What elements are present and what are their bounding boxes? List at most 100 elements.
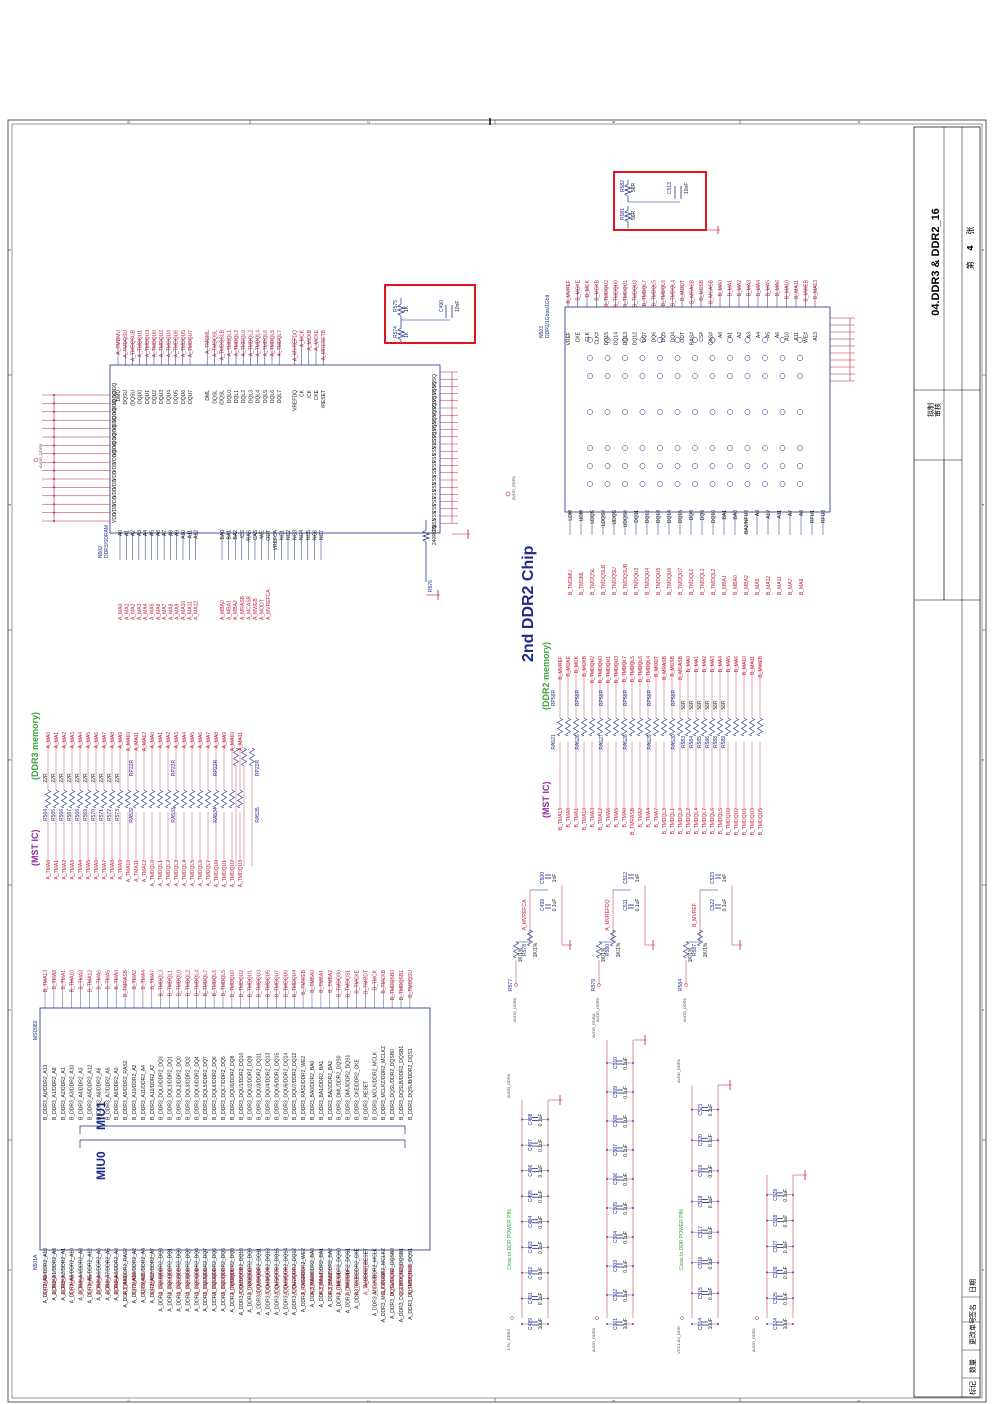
ddr3-ground-pin: VSS	[432, 517, 438, 528]
decap-value: 0.1uF	[623, 1289, 629, 1302]
rp-ddr3-single-ref: R573	[115, 809, 121, 821]
rp-ddr3-single-ref: R569	[83, 809, 89, 821]
ddr2-right-pin: DQ6	[652, 332, 658, 343]
red-box-1-rval-2: 1K	[404, 331, 410, 338]
msd-miu1-net: B_TMDQL1	[168, 970, 174, 997]
ddr2-left-net: B_MA12	[766, 576, 772, 595]
msd-miu1-net: B_TMA3	[79, 970, 85, 990]
ddr2-ball	[639, 337, 646, 343]
rp-ddr3-out-net: A_MA5	[86, 732, 92, 749]
rp-ddr3-single-value: 22R	[107, 773, 113, 783]
decap-rail-2: AVDD_DDR0	[506, 1073, 511, 1098]
rp-ddr2-out-net: B_MCKE	[566, 655, 572, 676]
ddr2-ball	[657, 355, 663, 361]
rp-ddr3-out-net: A_MA5	[190, 732, 196, 749]
ddr2-ball	[779, 337, 786, 343]
ddr2-right-net: B_MA10	[785, 280, 791, 299]
rp-ddr2-in-net: B_TMDQU3	[750, 808, 756, 835]
msd-miu0-pin: A_DDR3_DML/DDR2_DQS0	[337, 1248, 343, 1313]
msd-miu0-net: A_TMA11	[141, 1273, 147, 1295]
rp-ddr2-ref: RA530	[671, 734, 677, 750]
msd-miu1-net: B_TMDQL3	[159, 970, 165, 997]
ddr3-addr-pin: A0	[118, 530, 124, 536]
msd-miu1-pin: B_DDR3_DQL6/DDR2_DQ6	[212, 1056, 218, 1120]
rp-ddr2-ref: RA521	[551, 734, 557, 750]
msd-miu1-net: B_TMODT	[363, 970, 369, 994]
ddr2-left-net: B_TMDQU4	[645, 568, 651, 595]
decap-rail: VCC1.8V_DDR	[676, 1326, 681, 1354]
rp-ddr3-in-net: A_TMA4	[78, 860, 84, 880]
decap	[532, 1321, 538, 1326]
revision-header: 标记	[968, 1381, 977, 1395]
ddr3-addr-net: A_MA5	[150, 603, 156, 620]
vref-cap-2	[545, 874, 551, 879]
msd-miu0-pin: A_DDR3_CKE/DDR2_CKE	[355, 1247, 361, 1309]
msd-miu0-pin: A_DDR3_RESET	[363, 1248, 369, 1287]
decap	[617, 1205, 623, 1210]
msd-miu0-pin: A_DDR3_A8/DDR2_A0	[114, 1248, 120, 1301]
ddr2-ball	[779, 463, 786, 469]
ddr2-ball	[622, 481, 628, 487]
decap	[532, 1142, 538, 1147]
msd-miu0-net: A_TMCK	[372, 1274, 378, 1295]
msd-miu0-pin: A_DDR3_DQL2/DDR2_DQ0	[177, 1248, 183, 1312]
msd-miu1-net: B_TMA2	[132, 970, 138, 990]
ddr2-right-net: B_MCASB	[709, 279, 715, 304]
ddr2-right-pin: A3	[747, 332, 753, 338]
ddr3-ctrl-pin: /RAS	[246, 529, 252, 541]
ddr2-right-pin: A13	[813, 332, 819, 341]
ddr3-power-pin: VDDQ	[112, 382, 118, 397]
msd-miu1-pin: B_DDR3_DQSLB/DDR2_DQSB1	[399, 1046, 405, 1120]
ddr2-ball	[604, 373, 611, 379]
msd-miu1-pin: B_DDR3_A1/DDR2_A8	[52, 1067, 58, 1120]
border-letter: D	[126, 1399, 131, 1402]
rp-ddr3-single-ref: R564	[43, 809, 49, 821]
rp-ddr2-in-net: B_TMA4	[646, 808, 652, 828]
rp-ddr3-in-net: A_TMA0	[46, 860, 52, 880]
ddr3-ctrl-pin: /WE	[260, 529, 266, 539]
decap	[702, 1321, 708, 1326]
ddr3-data-net: A_TMDQU0	[152, 330, 158, 357]
ddr3-data-pin: /CK	[307, 389, 313, 398]
decap	[617, 1321, 623, 1326]
ddr3-chip: N502 DDR3/SDRAM AVDD_DDR0 VDDQVDDQVDDQVD…	[33, 329, 470, 620]
decap-ref: C505	[613, 1202, 619, 1214]
ddr2-ball	[744, 463, 751, 469]
ddr2-right-net: B_MCSB	[699, 279, 705, 300]
ddr3-addr-pin: A4	[143, 530, 149, 536]
ddr2-right-net: B_MA5	[766, 280, 772, 297]
rp-ddr2-in-net: B_TMDQL2	[686, 808, 692, 835]
ddr2-right-pin: DQ5	[661, 332, 667, 343]
ddr2-ball	[709, 463, 716, 469]
ddr3-power-pin: VDDQ	[112, 399, 118, 414]
msd-miu1-pin: B_DDR3_A10/DDR2_A2	[132, 1064, 138, 1120]
decap	[617, 1060, 623, 1065]
ddr3-addr-net: A_MA6	[156, 603, 162, 620]
rp-ddr2-in-net: B_TMDQL3	[662, 808, 668, 835]
red-box-1-rval-1: 1K	[404, 305, 410, 312]
rp-ddr2-ref: RA529	[647, 734, 653, 750]
msd-miu0-pin: A_DDR3_A12/DDR2_A7	[150, 1248, 156, 1304]
ddr3-data-pin: DQL4	[256, 390, 262, 403]
ddr2-ball	[797, 463, 803, 469]
border-number: 3	[980, 758, 985, 761]
ddr2-left-net: B_TMDQL2	[711, 568, 717, 595]
ddr2-ball	[604, 445, 611, 451]
ddr2-left-pin: BA0	[733, 510, 739, 520]
msd-miu0-net: A_TMA6	[96, 1275, 102, 1295]
ddr2-left-pin: RFU3	[821, 510, 827, 523]
msd-miu1-pin: B_DDR3_A8/DDR2_A0	[114, 1067, 120, 1120]
msd-miu0-net: A_TMDQL3	[185, 1268, 191, 1295]
ddr3-ground-pin: VSSQ	[432, 417, 438, 431]
rp-ddr3-out-net: A_MA7	[102, 732, 108, 749]
rp-ddr3-in-net: A_TMDQU0	[214, 860, 220, 887]
decap-ref: C497	[528, 1139, 534, 1151]
msd-miu0-net: A_TMA5	[88, 1275, 94, 1295]
rp-ddr3-in-net: A_TMDQL0	[150, 860, 156, 887]
ddr3-ctrl-pin: CAS	[253, 529, 259, 540]
miu1-label: MIU1	[94, 1101, 108, 1130]
rp-ddr2-single-value: 56R	[705, 700, 711, 710]
vref-c2-value: 1nF	[722, 874, 728, 883]
ddr2-right-pin: A6	[775, 332, 781, 338]
